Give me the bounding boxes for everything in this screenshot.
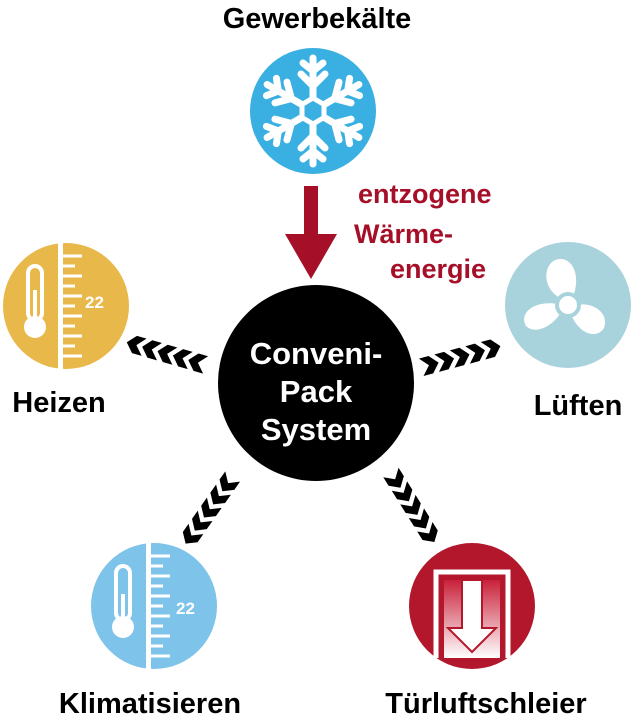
center-label-line3: System [261, 412, 371, 447]
thermometer-icon [3, 243, 129, 369]
tuerluftschleier-node: Türluftschleier [385, 543, 587, 720]
lueften-label: Lüften [534, 390, 623, 422]
center-system-node: Conveni- Pack System [218, 285, 414, 481]
fan-icon [505, 242, 631, 368]
heizen-node: 22 Heizen [3, 243, 129, 419]
chevron-arrow-heizen [126, 335, 209, 374]
heat-label-line3: energie [390, 254, 486, 284]
heat-label-line2: Wärme- [354, 219, 453, 249]
tuerluftschleier-label: Türluftschleier [385, 688, 586, 720]
title-gewerbekaelte: Gewerbekälte [223, 3, 412, 35]
klimatisieren-label: Klimatisieren [59, 688, 241, 720]
klimatisieren-temp: 22 [176, 599, 195, 618]
thermometer-icon [91, 543, 217, 669]
door-air-curtain-icon [409, 543, 535, 669]
heat-label-line1: entzogene [358, 179, 492, 209]
snowflake-icon [250, 48, 376, 174]
center-label-line1: Conveni- [250, 336, 383, 371]
heat-flow-arrow [285, 186, 337, 279]
chevron-arrow-tuerluftschleier [383, 467, 438, 543]
chevron-arrow-lueften [418, 339, 501, 377]
klimatisieren-node: 22 Klimatisieren [59, 543, 241, 720]
chevron-arrow-klimatisieren [182, 471, 241, 544]
heizen-temp: 22 [85, 293, 104, 312]
lueften-node: Lüften [505, 242, 631, 422]
heizen-label: Heizen [12, 387, 105, 419]
center-label-line2: Pack [280, 374, 353, 409]
